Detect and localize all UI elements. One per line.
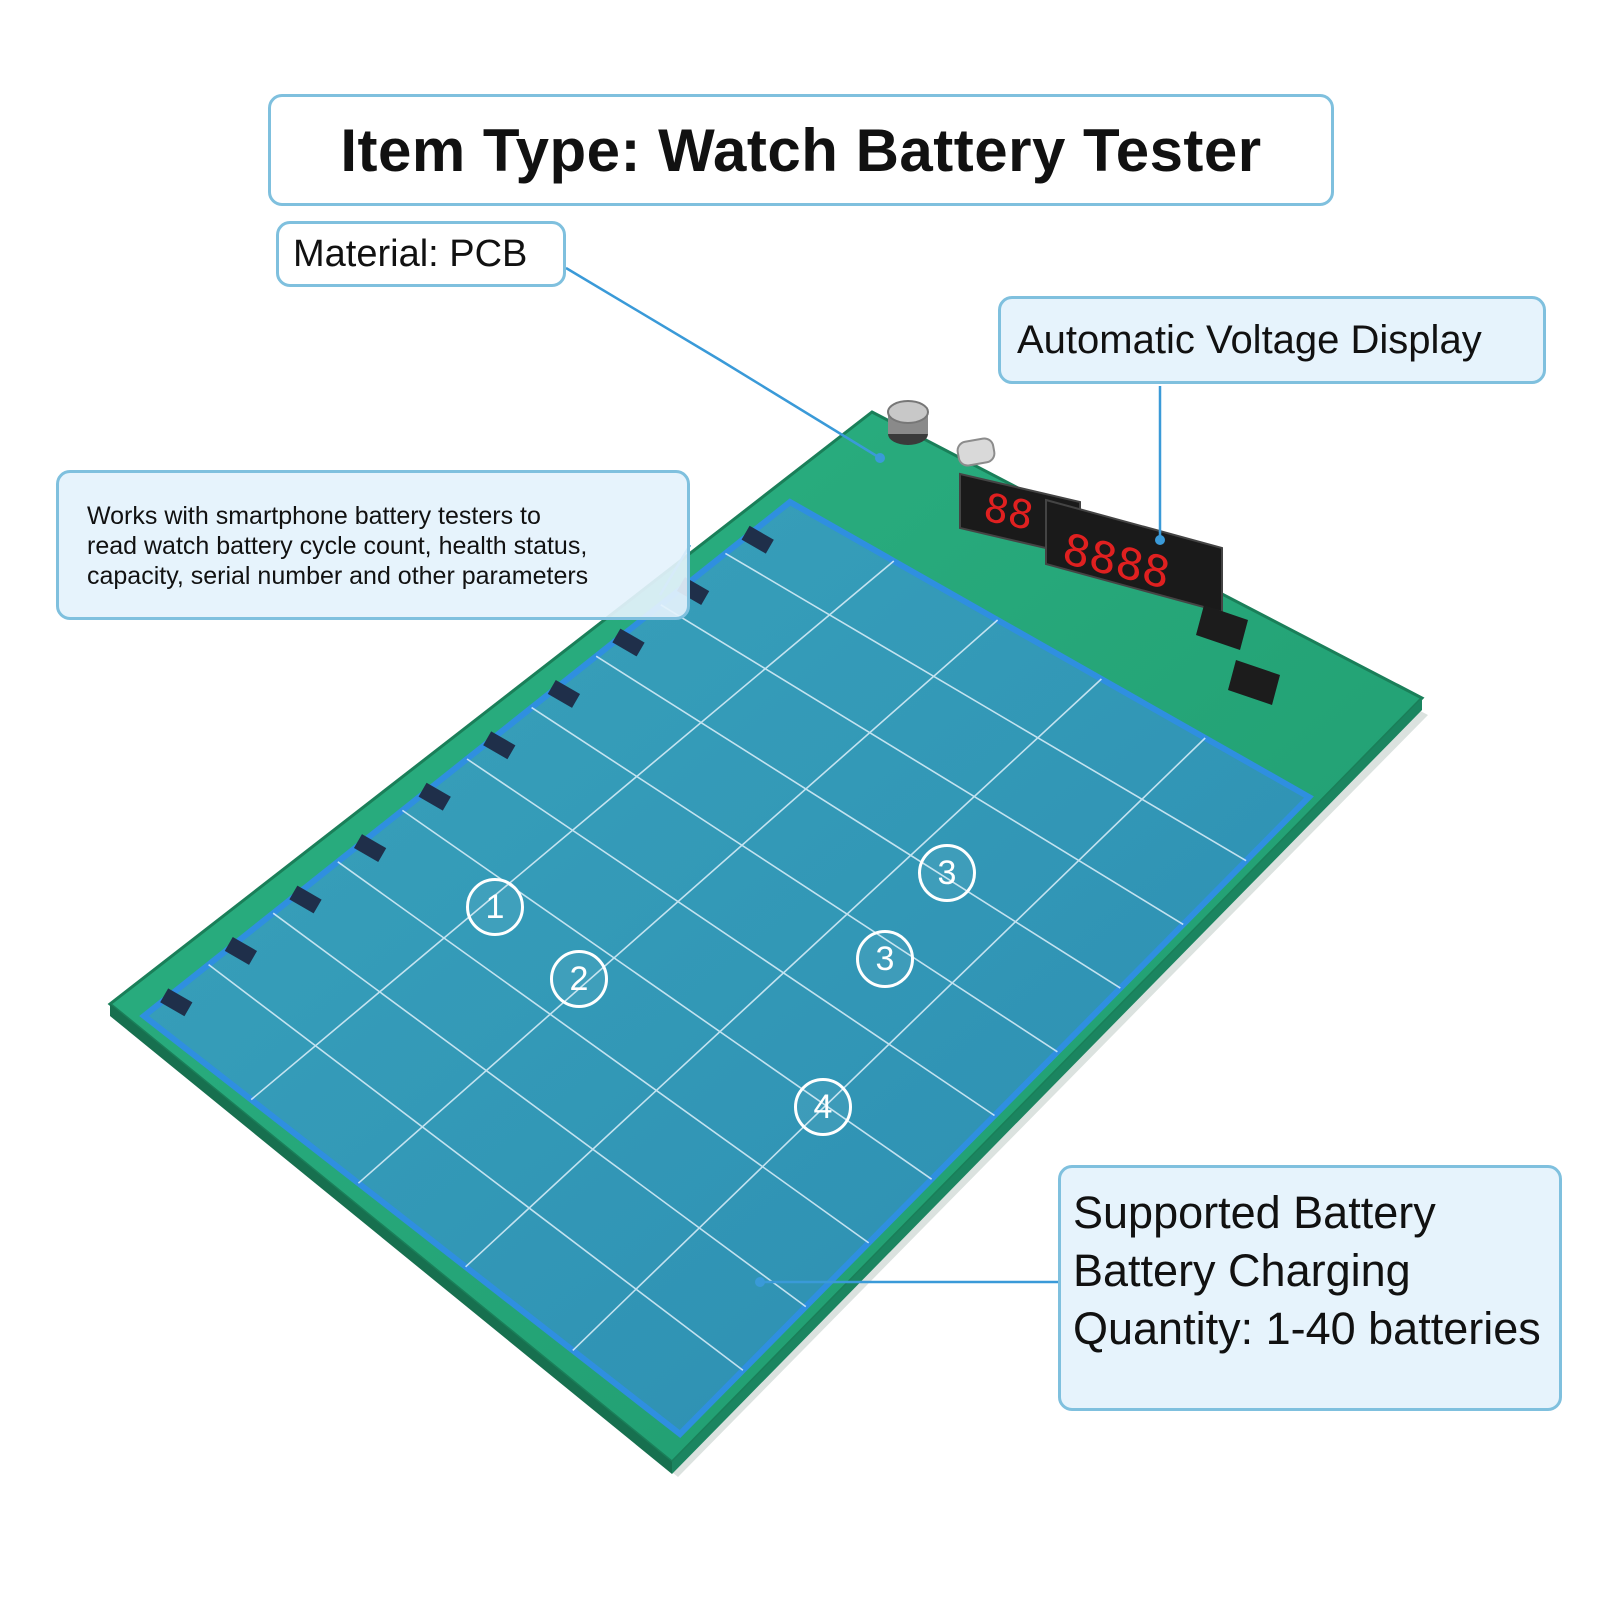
zone-marker-4: 4 — [794, 1078, 852, 1136]
compatibility-line: read watch battery cycle count, health s… — [87, 532, 588, 560]
transistor-chip — [547, 679, 581, 708]
voltage-display-label: Automatic Voltage Display — [1017, 317, 1482, 362]
transistor-chip — [160, 988, 193, 1017]
supported-battery-callout: Supported Battery Battery Charging Quant… — [1058, 1165, 1562, 1411]
supported-line: Quantity: 1-40 batteries — [1073, 1303, 1541, 1354]
ic-chip-icon — [1196, 605, 1280, 705]
grid-line — [208, 963, 744, 1371]
supported-line: Battery Charging — [1073, 1245, 1411, 1296]
zone-marker-3b: 3 — [856, 930, 914, 988]
grid-line — [660, 604, 1184, 926]
transistor-chip — [612, 628, 645, 657]
battery-slot-grid — [208, 552, 1247, 1371]
grid-line — [595, 655, 1121, 989]
transistor-chip — [289, 885, 322, 914]
transistor-chip — [741, 525, 774, 554]
capacitor-icon — [887, 400, 929, 445]
compatibility-callout: Works with smartphone battery testers to… — [56, 470, 690, 620]
supported-line: Supported Battery — [1073, 1187, 1436, 1238]
voltage-display-callout: Automatic Voltage Display — [998, 296, 1546, 384]
transistor-chip — [353, 834, 387, 863]
grid-line — [272, 912, 807, 1308]
compatibility-line: capacity, serial number and other parame… — [87, 562, 589, 590]
material-label: Material: PCB — [293, 232, 528, 275]
title-callout: Item Type: Watch Battery Tester — [268, 94, 1334, 206]
grid-line — [337, 861, 870, 1244]
zone-marker-3: 3 — [918, 844, 976, 902]
zone-marker-1: 1 — [466, 878, 524, 936]
transistor-chip — [224, 936, 258, 965]
grid-line — [724, 552, 1247, 862]
transistor-chip — [483, 731, 516, 760]
grid-line — [466, 758, 995, 1117]
transistor-chip — [418, 782, 451, 811]
svg-text:88: 88 — [985, 483, 1033, 541]
compatibility-line: Works with smartphone battery testers to — [87, 502, 541, 530]
usb-c-port-icon — [956, 437, 996, 467]
grid-line — [531, 706, 1058, 1053]
material-callout: Material: PCB — [276, 221, 566, 287]
page-title: Item Type: Watch Battery Tester — [340, 116, 1262, 184]
zone-marker-2: 2 — [550, 950, 608, 1008]
seven-segment-display-icon: 88 8888 — [959, 472, 1223, 614]
